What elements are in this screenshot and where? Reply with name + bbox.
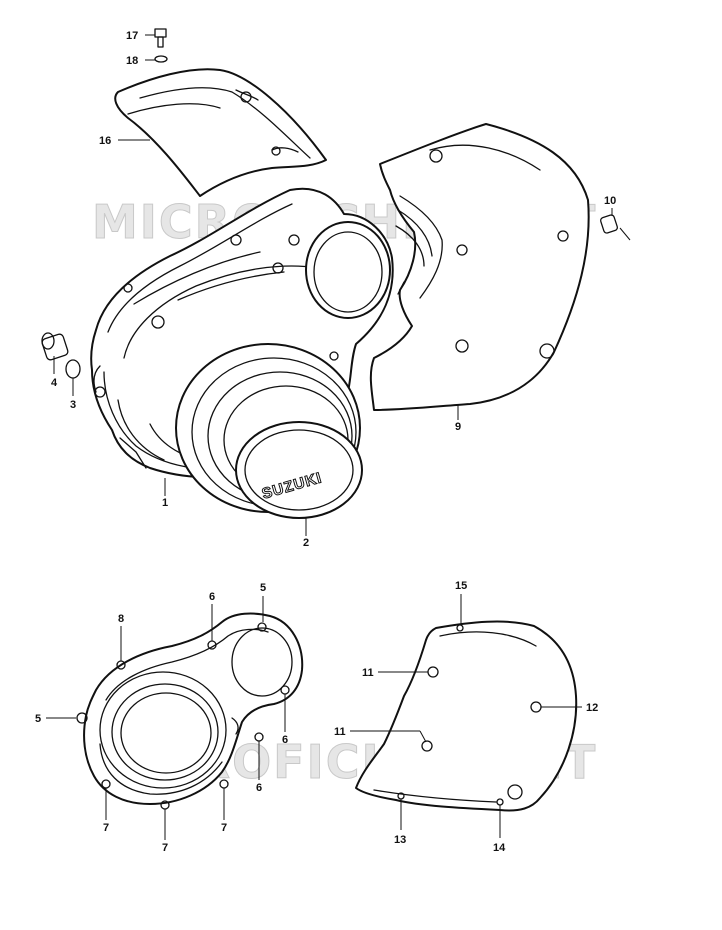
callout-8: 8 xyxy=(118,613,124,625)
top-cover-part-16 xyxy=(114,68,327,197)
callout-12: 12 xyxy=(586,702,598,714)
callout-15: 15 xyxy=(455,580,467,592)
callout-7-right: 7 xyxy=(221,822,227,834)
dowel-part-10 xyxy=(600,214,618,234)
washer-part-18 xyxy=(154,55,168,63)
callout-7-left: 7 xyxy=(103,822,109,834)
callout-11-top: 11 xyxy=(362,667,374,679)
callout-13: 13 xyxy=(394,834,406,846)
callout-6-lower: 6 xyxy=(256,782,262,794)
crankcase-gasket-outline xyxy=(76,612,304,810)
callout-6-right: 6 xyxy=(282,734,288,746)
callout-2: 2 xyxy=(303,537,309,549)
sprocket-cover-outline xyxy=(355,620,578,812)
callout-labels: 17 18 16 10 4 3 9 1 2 5 6 8 5 6 6 7 7 7 … xyxy=(35,30,616,854)
callout-6-top: 6 xyxy=(209,591,215,603)
callout-5-top: 5 xyxy=(260,582,266,594)
callout-17: 17 xyxy=(126,30,138,42)
leader-lines xyxy=(46,34,631,840)
callout-10: 10 xyxy=(604,195,616,207)
suzuki-badge-part-2: SUZUKI xyxy=(235,421,363,519)
callout-3: 3 xyxy=(70,399,76,411)
callout-16: 16 xyxy=(99,135,111,147)
callout-5-left: 5 xyxy=(35,713,41,725)
o-ring-part-3 xyxy=(65,359,81,379)
callout-11-lower: 11 xyxy=(334,726,346,738)
dowel-part-4 xyxy=(41,332,69,361)
callout-4: 4 xyxy=(51,377,58,389)
callout-1: 1 xyxy=(162,497,168,509)
callout-7-mid: 7 xyxy=(162,842,168,854)
callout-9: 9 xyxy=(455,421,461,433)
callout-18: 18 xyxy=(126,55,138,67)
callout-14: 14 xyxy=(493,842,506,854)
sprocket-cover-part-9 xyxy=(369,123,590,411)
bolt-part-17 xyxy=(154,28,167,48)
